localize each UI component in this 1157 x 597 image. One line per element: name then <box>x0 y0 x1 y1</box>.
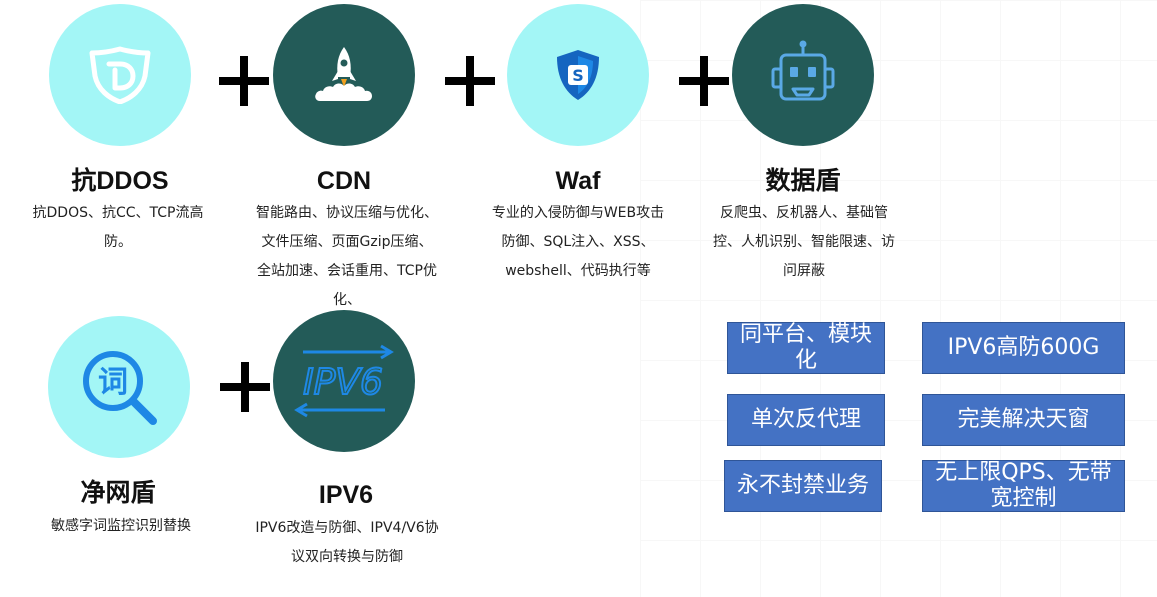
feature-description: 抗DDOS、抗CC、TCP流高防。 <box>32 205 204 250</box>
feature-title: IPV6 <box>318 481 374 509</box>
plus-sign <box>679 56 729 106</box>
feature-description: 专业的入侵防御与WEB攻击防御、SQL注入、XSS、webshell、代码执行等 <box>491 205 665 279</box>
feature-description: IPV6改造与防御、IPV4/V6协议双向转换与防御 <box>255 520 439 565</box>
feature-box: 同平台、模块化 <box>727 322 885 374</box>
plus-sign <box>219 56 269 106</box>
feature-title: 抗DDOS <box>71 167 169 195</box>
feature-title: CDN <box>316 167 372 195</box>
feature-description: 敏感字词监控识别替换 <box>51 518 191 534</box>
feature-box: 完美解决天窗 <box>922 394 1125 446</box>
feature-description: 反爬虫、反机器人、基础管控、人机识别、智能限速、访问屏蔽 <box>713 205 895 279</box>
ipv6-icon: IPV6 <box>294 344 394 418</box>
feature-title: 净网盾 <box>80 479 156 507</box>
clean-net-circle: 词 <box>48 316 190 458</box>
shield-s-icon: S <box>557 50 599 100</box>
rocket-cloud-icon <box>315 47 372 101</box>
feature-description: 智能路由、协议压缩与优化、文件压缩、页面Gzip压缩、全站加速、会话重用、TCP… <box>256 205 438 308</box>
ddos-circle <box>49 4 191 146</box>
ipv6-logo-text: IPV6 <box>303 362 383 403</box>
magnifier-word-icon: 词 <box>83 351 157 425</box>
feature-box: 无上限QPS、无带宽控制 <box>922 460 1125 512</box>
feature-box: 单次反代理 <box>727 394 885 446</box>
feature-title: 数据盾 <box>765 167 841 195</box>
feature-box: IPV6高防600G <box>922 322 1125 374</box>
plus-sign <box>445 56 495 106</box>
cdn-circle <box>273 4 415 146</box>
svg-text:S: S <box>572 66 584 85</box>
robot-icon <box>771 40 835 101</box>
data-shield-circle <box>732 4 874 146</box>
feature-title: Waf <box>555 167 601 195</box>
plus-sign <box>220 362 270 412</box>
ipv6-circle: IPV6 <box>273 310 415 452</box>
waf-circle: S <box>507 4 649 146</box>
feature-box: 永不封禁业务 <box>724 460 882 512</box>
shield-d-icon <box>89 46 151 104</box>
magnifier-char: 词 <box>98 365 128 400</box>
